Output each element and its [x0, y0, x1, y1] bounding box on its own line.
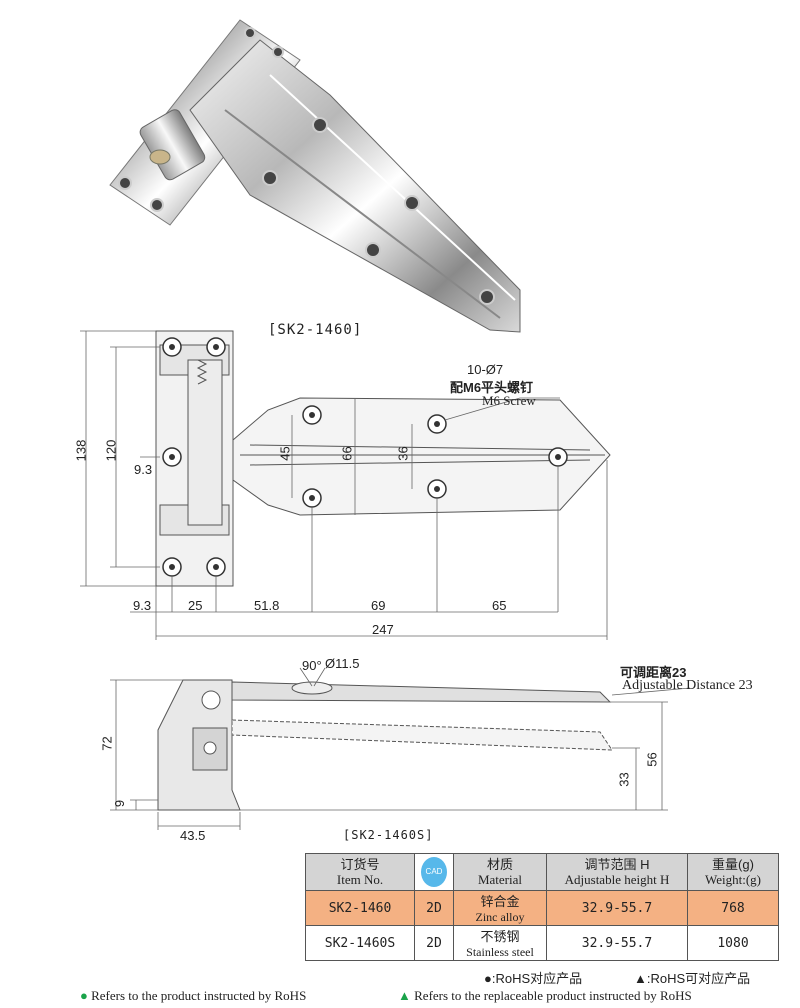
screw-cn-label: 配M6平头螺钉 [450, 380, 534, 395]
dim-36: 36 [395, 446, 411, 461]
screw-count-label: 10-Ø7 [467, 362, 504, 377]
screw-en-label: M6 Screw [482, 393, 536, 408]
dim-65: 65 [492, 598, 507, 613]
model-label-bottom: [SK2-1460S] [343, 828, 434, 842]
header-cad: CAD [414, 853, 454, 891]
dim-43-5: 43.5 [180, 828, 206, 843]
angle-label: 90° [302, 658, 322, 673]
dim-66: 66 [339, 446, 355, 461]
model-label-top: [SK2-1460] [268, 322, 363, 338]
dim-120: 120 [103, 439, 119, 462]
legend-rohs-en: ● Refers to the product instructed by Ro… [80, 988, 307, 1003]
adjust-en-label: Adjustable Distance 23 [622, 678, 753, 693]
product-photo [109, 19, 521, 333]
green-dot-icon: ● [80, 988, 92, 1003]
dim-33: 33 [616, 772, 632, 787]
legend-replace-cn: ▲:RoHS可对应产品 [634, 971, 751, 986]
header-material: 材质 Material [453, 853, 547, 891]
dim-69: 69 [371, 598, 386, 613]
hole-dia-label: Ø11.5 [325, 656, 360, 671]
dim-247: 247 [372, 622, 394, 637]
side-view-drawing [110, 667, 691, 830]
dim-9: 9 [112, 799, 128, 808]
header-adjust-range: 调节范围 H Adjustable height H [546, 853, 688, 891]
dim-9-3-side: 9.3 [134, 462, 153, 477]
cad-icon: CAD [421, 857, 447, 887]
dim-9-3: 9.3 [133, 598, 152, 613]
legend-replace-en: ▲ Refers to the replaceable product inst… [398, 988, 692, 1003]
dim-45: 45 [277, 446, 293, 461]
dim-138: 138 [73, 439, 89, 462]
spec-table-header: 订货号 Item No. CAD 材质 Material 调节范围 H Adju… [305, 853, 779, 891]
green-triangle-icon: ▲ [398, 988, 415, 1003]
header-item-no: 订货号 Item No. [305, 853, 415, 891]
header-weight: 重量(g) Weight:(g) [687, 853, 779, 891]
spec-table: 订货号 Item No. CAD 材质 Material 调节范围 H Adju… [305, 853, 779, 961]
dim-72: 72 [99, 736, 115, 751]
adjust-cn-label: 可调距离23 [620, 665, 687, 680]
dim-56: 56 [644, 752, 660, 767]
plan-view-drawing [80, 330, 611, 640]
dim-51-8: 51.8 [254, 598, 280, 613]
dim-25: 25 [188, 598, 203, 613]
legend-rohs-cn: ●:RoHS对应产品 [484, 971, 583, 986]
